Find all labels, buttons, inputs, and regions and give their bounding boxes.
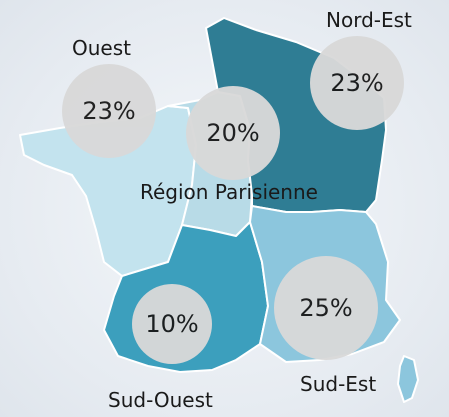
bubble-sud-est-value: 25%	[299, 294, 353, 322]
corsica-shape	[397, 355, 419, 403]
region-label-sud-ouest: Sud-Ouest	[108, 388, 213, 412]
bubble-nord-est: 23%	[310, 36, 404, 130]
bubble-parisienne: 20%	[186, 86, 280, 180]
bubble-ouest: 23%	[62, 64, 156, 158]
bubble-sud-est: 25%	[274, 256, 378, 360]
region-label-ouest: Ouest	[72, 36, 131, 60]
bubble-sud-ouest-value: 10%	[145, 310, 199, 338]
bubble-sud-ouest: 10%	[132, 284, 212, 364]
bubble-nord-est-value: 23%	[330, 69, 384, 97]
bubble-ouest-value: 23%	[82, 97, 136, 125]
region-label-sud-est: Sud-Est	[300, 372, 377, 396]
bubble-parisienne-value: 20%	[206, 119, 260, 147]
region-label-nord-est: Nord-Est	[326, 8, 412, 32]
region-label-parisienne: Région Parisienne	[140, 180, 318, 204]
